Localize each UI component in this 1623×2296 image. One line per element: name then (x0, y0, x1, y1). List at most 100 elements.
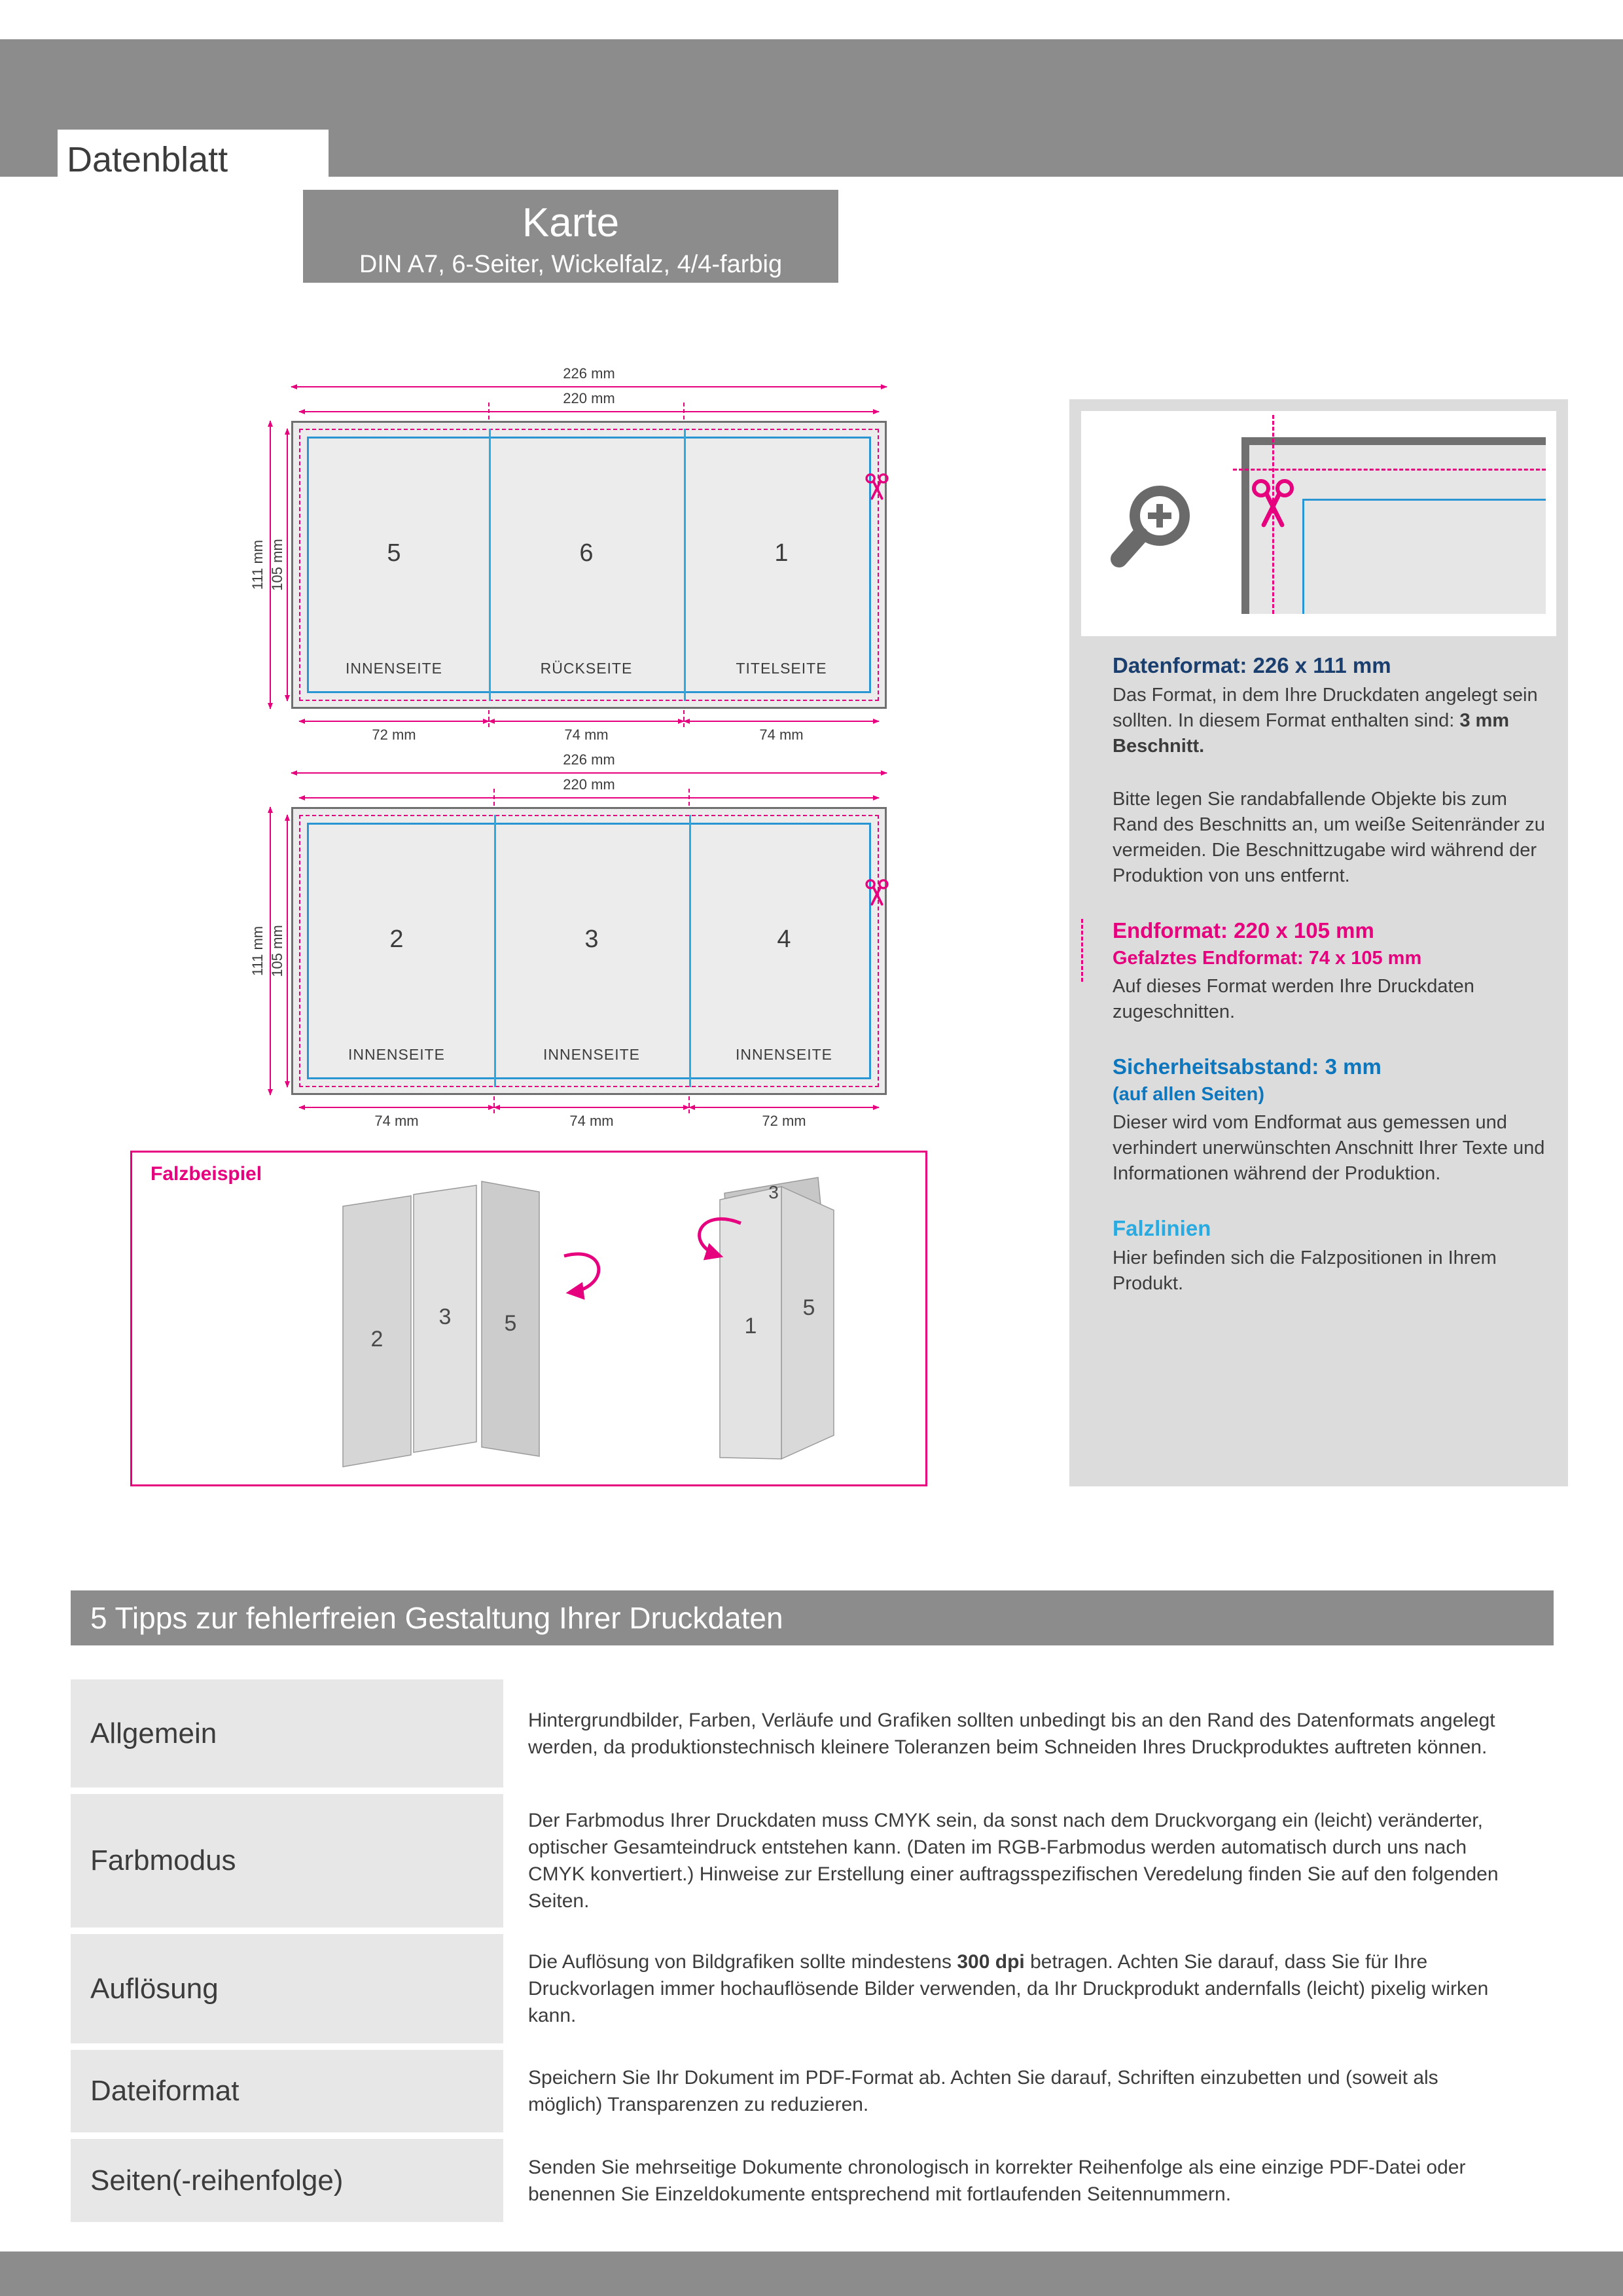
fold-mark (488, 403, 490, 420)
panel-caption: INNENSEITE (735, 1046, 833, 1063)
falzbeispiel-box: Falzbeispiel 2 3 5 3 1 5 (130, 1151, 927, 1486)
panel-caption: RÜCKSEITE (540, 660, 633, 677)
dim-height-outer-line (268, 806, 273, 1096)
panel-caption: INNENSEITE (543, 1046, 641, 1063)
scissors-icon (1252, 479, 1294, 528)
fold-panel (719, 1186, 782, 1460)
cut-line-vertical (1272, 415, 1274, 614)
tip-body: Speichern Sie Ihr Dokument im PDF-Format… (528, 2067, 1438, 2115)
dim-height-inner-line (285, 428, 290, 702)
tip-label: Farbmodus (71, 1794, 503, 1928)
fold-panel-number: 3 (768, 1182, 779, 1202)
legend-sidebar: Datenformat: 226 x 111 mm Das Format, in… (1069, 399, 1568, 1486)
tip-label: Dateiformat (71, 2050, 503, 2132)
falzlinien-section: Falzlinien Hier befinden sich die Falzpo… (1113, 1214, 1546, 1297)
tip-label: Allgemein (71, 1679, 503, 1787)
fold-arrow (563, 1252, 601, 1300)
datenformat-edge-top (1241, 437, 1546, 445)
endformat-heading: Endformat: 220 x 105 mm (1113, 918, 1374, 942)
fold-panel-number: 5 (803, 1295, 815, 1320)
tip-body: Der Farbmodus Ihrer Druckdaten muss CMYK… (528, 1810, 1499, 1912)
datenblatt-label-box: Datenblatt (58, 130, 329, 190)
datenblatt-label: Datenblatt (67, 140, 228, 179)
fold-diagram-inner: 226 mm 220 mm 111 mm 105 mm 2 3 4 INNENS… (249, 750, 903, 1143)
tip-row-dateiformat: Dateiformat Speichern Sie Ihr Dokument i… (71, 2050, 1554, 2132)
sicherheitsabstand-section: Sicherheitsabstand: 3 mm (auf allen Seit… (1113, 1052, 1546, 1187)
safety-line-vertical (1302, 499, 1304, 614)
panel-caption: INNENSEITE (345, 660, 443, 677)
bleed-note: Bitte legen Sie randabfallende Objekte b… (1113, 789, 1545, 886)
panel-width-line (688, 1105, 880, 1110)
panel-number: 2 (389, 925, 404, 953)
datenformat-rect (291, 807, 887, 1095)
tips-heading: 5 Tipps zur fehlerfreien Gestaltung Ihre… (90, 1601, 783, 1635)
dim-width-inner-label: 220 mm (563, 390, 615, 406)
panel-width-line (493, 1105, 690, 1110)
product-title: Karte (522, 200, 620, 245)
panel-number: 4 (777, 925, 791, 953)
dim-width-outer-label: 226 mm (563, 751, 615, 768)
panel-width-label: 74 mm (564, 726, 609, 743)
tips-table: Allgemein Hintergrundbilder, Farben, Ver… (71, 1679, 1554, 2222)
dim-height-outer-label: 111 mm (249, 925, 266, 977)
endformat-subheading: Gefalztes Endformat: 74 x 105 mm (1113, 948, 1422, 969)
endformat-body: Auf dieses Format werden Ihre Druckdaten… (1113, 976, 1474, 1022)
panel-width-label: 74 mm (759, 726, 804, 743)
panel-width-label: 72 mm (762, 1113, 806, 1129)
dim-height-inner-label: 105 mm (269, 925, 285, 977)
fold-line (684, 429, 686, 701)
fold-line (489, 429, 491, 701)
dim-width-outer-label: 226 mm (563, 365, 615, 382)
panel-width-line (488, 719, 685, 724)
fold-mark (493, 789, 495, 806)
safety-margin-rect (307, 823, 871, 1079)
panel-width-line (298, 719, 490, 724)
scissors-icon (865, 473, 889, 500)
tips-header: 5 Tipps zur fehlerfreien Gestaltung Ihre… (71, 1590, 1554, 1645)
endformat-section: Endformat: 220 x 105 mm Gefalztes Endfor… (1081, 916, 1546, 1025)
fold-line (494, 815, 496, 1087)
dim-height-inner-line (285, 814, 290, 1088)
cut-line-horizontal (1233, 469, 1546, 471)
datenformat-body: Das Format, in dem Ihre Druckdaten angel… (1113, 685, 1538, 757)
tip-body: Senden Sie mehrseitige Dokumente chronol… (528, 2156, 1466, 2205)
falzlinien-heading: Falzlinien (1113, 1216, 1211, 1240)
endformat-dashed-marker (1081, 919, 1083, 982)
endformat-cut-rect (299, 429, 879, 701)
fold-panel (481, 1181, 540, 1457)
sicherheitsabstand-body: Dieser wird vom Endformat aus gemessen u… (1113, 1112, 1545, 1184)
fold-panel (342, 1195, 412, 1467)
tip-row-aufloesung: Auflösung Die Auflösung von Bildgrafiken… (71, 1934, 1554, 2043)
tip-body: Die Auflösung von Bildgrafiken sollte mi… (528, 1951, 1489, 2026)
panel-width-line (683, 719, 880, 724)
corner-paper-area (1241, 442, 1546, 614)
fold-line (689, 815, 691, 1087)
tip-row-allgemein: Allgemein Hintergrundbilder, Farben, Ver… (71, 1679, 1554, 1787)
bleed-note-section: Bitte legen Sie randabfallende Objekte b… (1113, 787, 1546, 889)
panel-number: 6 (579, 539, 594, 567)
fold-mark (688, 789, 690, 806)
falzlinien-body: Hier befinden sich die Falzpositionen in… (1113, 1247, 1497, 1294)
product-header: Karte DIN A7, 6-Seiter, Wickelfalz, 4/4-… (303, 190, 838, 283)
dim-width-inner-line (298, 795, 880, 800)
legend-text: Datenformat: 226 x 111 mm Das Format, in… (1081, 651, 1546, 1324)
panel-width-label: 74 mm (374, 1113, 419, 1129)
tip-body: Hintergrundbilder, Farben, Verläufe und … (528, 1709, 1495, 1758)
panel-number: 1 (774, 539, 789, 567)
fold-diagram-outer: 226 mm 220 mm 111 mm 105 mm 5 6 1 INNENS… (249, 364, 903, 757)
product-subtitle: DIN A7, 6-Seiter, Wickelfalz, 4/4-farbig (359, 251, 783, 278)
fold-example-illustration: 2 3 5 3 1 5 (342, 1177, 834, 1467)
fold-mark (683, 403, 685, 420)
panel-caption: INNENSEITE (348, 1046, 446, 1063)
tip-label: Auflösung (71, 1934, 503, 2043)
endformat-cut-rect (299, 815, 879, 1087)
dim-height-inner-label: 105 mm (269, 539, 285, 591)
dim-width-outer-line (291, 770, 887, 776)
sicherheitsabstand-heading: Sicherheitsabstand: 3 mm (1113, 1054, 1382, 1079)
fold-panel (781, 1185, 834, 1460)
sicherheitsabstand-subheading: (auf allen Seiten) (1113, 1084, 1265, 1105)
datenformat-rect (291, 421, 887, 709)
datenformat-heading: Datenformat: 226 x 111 mm (1113, 653, 1391, 677)
scissors-icon (865, 879, 889, 906)
